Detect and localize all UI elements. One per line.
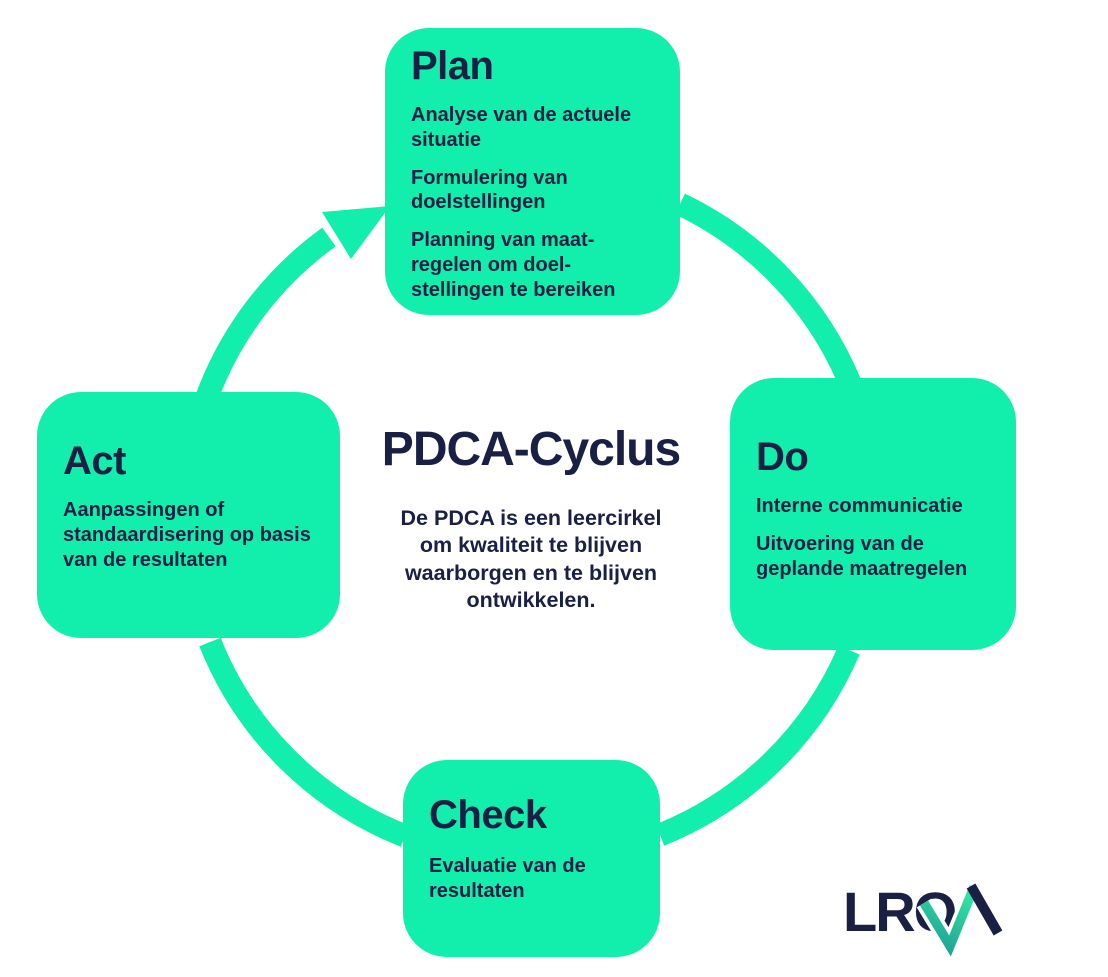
act-item: Aanpassingen of standaardisering op basi…	[63, 499, 311, 571]
plan-item: Planning van maat- regelen om doel- stel…	[411, 229, 616, 301]
do-title: Do	[756, 435, 809, 479]
logo-checkmark-icon	[919, 885, 979, 957]
arc-act-to-plan	[196, 227, 336, 402]
center-block: PDCA-Cyclus De PDCA is een leercirkel om…	[281, 423, 781, 615]
arc-plan-to-do	[675, 193, 861, 388]
diagram-description: De PDCA is een leercirkel om kwaliteit t…	[400, 505, 662, 613]
diagram-title: PDCA-Cyclus	[381, 423, 681, 476]
arc-do-to-check	[655, 645, 860, 846]
act-box: Act Aanpassingen of standaardisering op …	[37, 392, 340, 638]
logo-lrqa: LRQ	[843, 880, 1003, 963]
do-item: Uitvoering van de geplande maatregelen	[756, 532, 968, 580]
arrowhead-icon	[322, 206, 390, 259]
logo-a-stroke	[966, 883, 1003, 936]
plan-item: Analyse van de actuele situatie	[411, 104, 632, 151]
plan-item: Formulering van doelstellingen	[411, 166, 568, 214]
plan-title: Plan	[411, 44, 494, 88]
act-title: Act	[63, 439, 126, 483]
do-item: Interne communicatie	[756, 495, 963, 517]
check-item: Evaluatie van de resultaten	[429, 855, 586, 902]
arc-check-to-act	[199, 637, 410, 847]
check-box: Check Evaluatie van de resultaten	[403, 760, 660, 957]
do-box: Do Interne communicatie Uitvoering van d…	[730, 378, 1016, 650]
check-title: Check	[429, 793, 547, 837]
plan-box: Plan Analyse van de actuele situatie For…	[385, 28, 680, 315]
